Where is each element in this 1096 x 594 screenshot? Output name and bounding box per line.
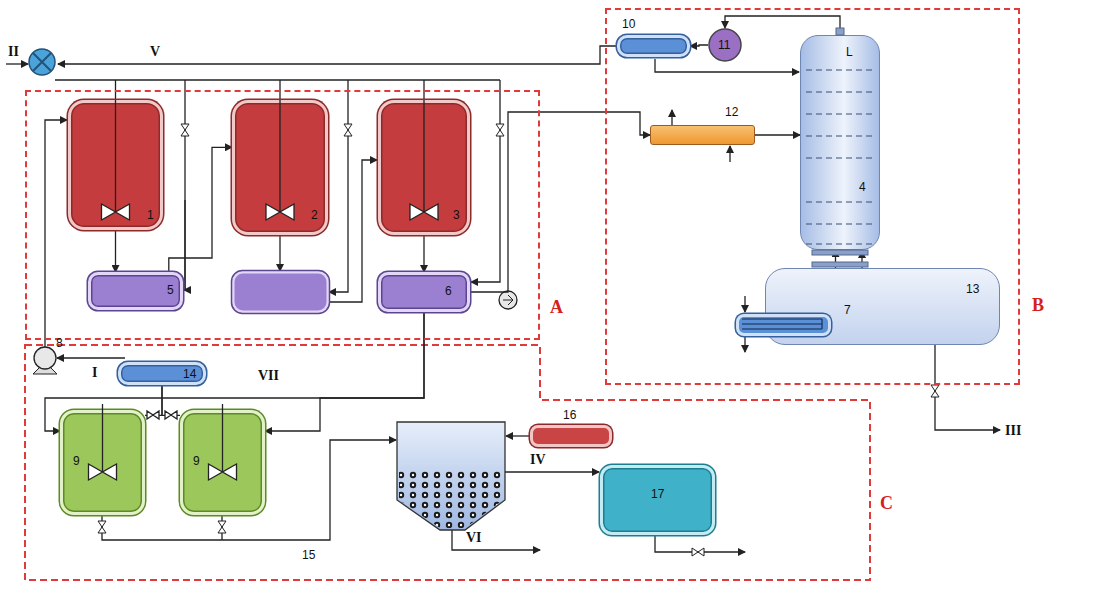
stream-label: II	[8, 44, 19, 60]
pipe-connector	[265, 312, 424, 431]
pipe-connector	[115, 230, 116, 272]
callout-number: 3	[453, 209, 460, 221]
pipe-connector	[423, 235, 424, 272]
reboiler: 13 7	[765, 268, 1000, 345]
callout-number: 16	[563, 409, 576, 421]
pipe-connector	[169, 147, 232, 272]
stream-label: III	[1005, 423, 1021, 439]
stream-label: V	[150, 44, 160, 60]
pipe-connector	[470, 112, 650, 292]
callout-number: 15	[302, 548, 315, 562]
pipe-connector	[162, 385, 180, 415]
callout-number: 17	[651, 488, 664, 500]
stream-label: I	[92, 365, 97, 381]
storage-tank: 6	[378, 272, 470, 312]
condenser: 10	[617, 35, 690, 57]
stream-label: VI	[466, 530, 482, 546]
mixing-reactor: 9	[180, 410, 265, 515]
callout-number: 2	[311, 209, 318, 221]
pipe-connector	[145, 385, 162, 415]
process-region: C14991617	[25, 345, 870, 580]
heating-coil: 7	[736, 314, 831, 336]
reactor-vessel: 2	[232, 100, 328, 235]
process-region: A12356	[25, 90, 540, 340]
separator: 11	[708, 28, 742, 62]
reactor-vessel: 1	[68, 100, 163, 230]
stream-label: VII	[258, 368, 279, 384]
feed-tank: 16	[530, 425, 612, 447]
region-letter: C	[880, 493, 893, 514]
callout-number: 8	[56, 336, 63, 350]
process-region: B4101112137	[605, 8, 1020, 385]
heater: 12	[650, 125, 755, 145]
pipe-connector	[690, 45, 708, 46]
tray-mark: L	[846, 45, 853, 59]
callout-number: 10	[622, 18, 635, 30]
callout-number: 4	[859, 181, 866, 193]
callout-number: 11	[718, 39, 730, 51]
callout-number: 9	[193, 455, 200, 467]
callout-number: 7	[844, 304, 851, 316]
product-tank: 17	[600, 465, 715, 535]
region-letter: B	[1032, 295, 1044, 316]
storage-tank: 5	[88, 272, 183, 310]
callout-number: 9	[73, 455, 80, 467]
callout-number: 6	[445, 285, 452, 297]
pipe-connector	[835, 250, 836, 268]
pipe-connector	[725, 16, 840, 35]
stream-label: IV	[530, 452, 546, 468]
pipe-connector	[755, 134, 800, 135]
callout-number: 13	[966, 283, 979, 295]
distillation-column: 4	[800, 35, 880, 250]
callout-number: 12	[725, 106, 738, 118]
dosing-tank: 14	[118, 362, 206, 385]
callout-number: 1	[147, 209, 154, 221]
region-letter: A	[550, 297, 563, 318]
mixing-reactor: 9	[60, 410, 145, 515]
callout-number: 5	[167, 284, 174, 296]
reactor-vessel: 3	[378, 100, 470, 235]
callout-number: 14	[183, 368, 196, 380]
